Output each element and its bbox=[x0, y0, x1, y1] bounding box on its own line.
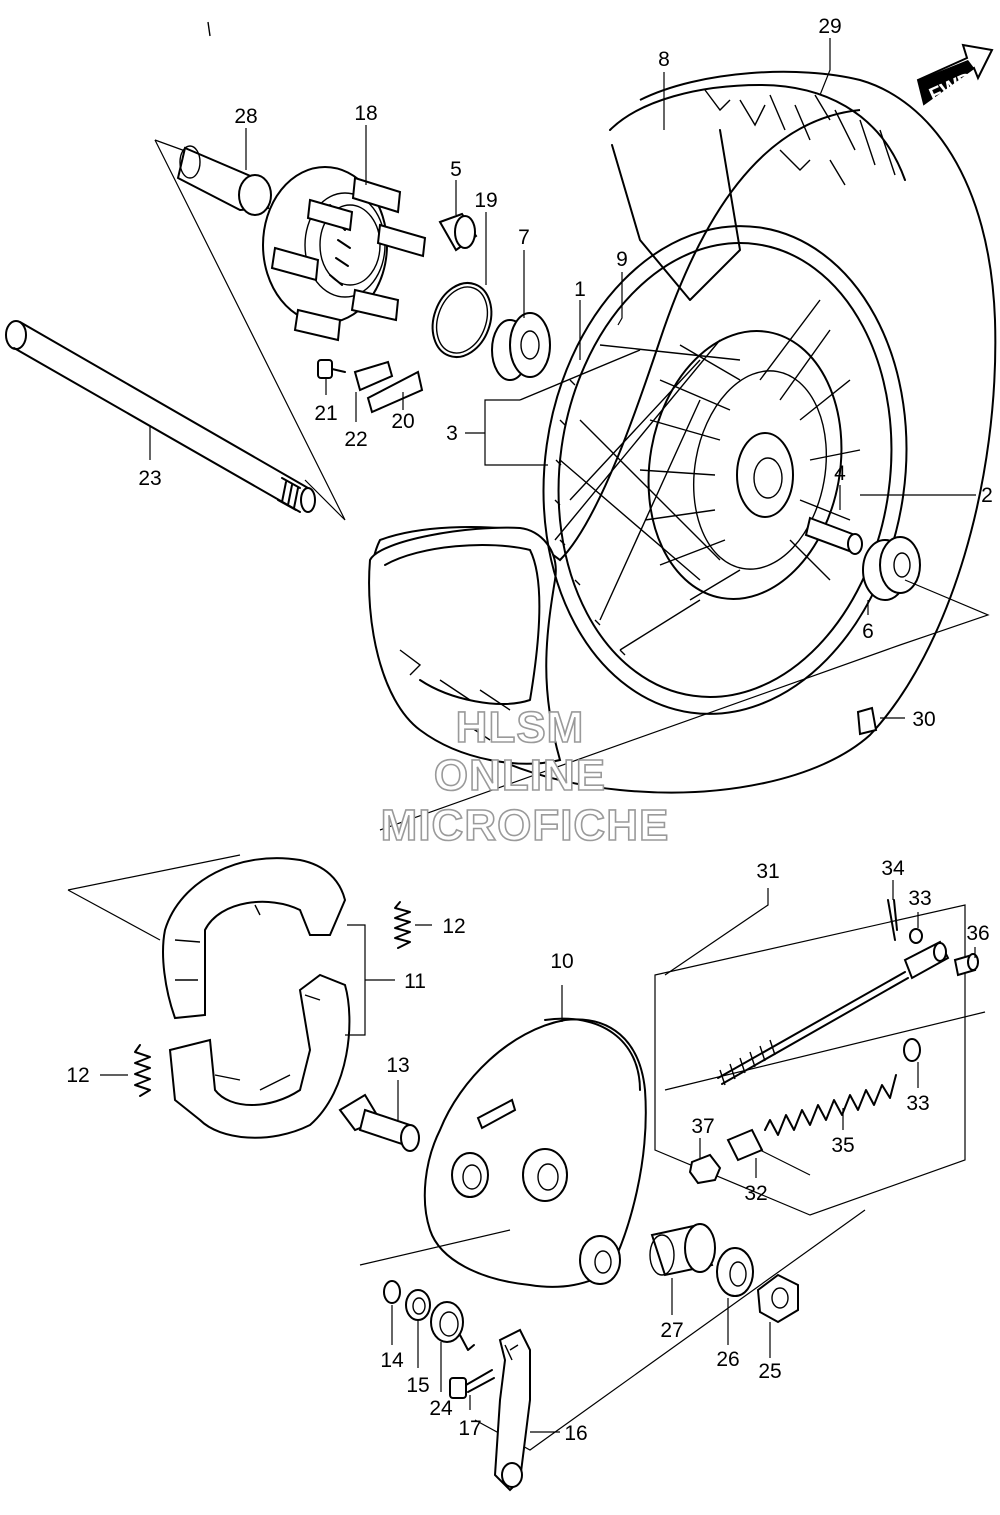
callout-25: 25 bbox=[758, 1360, 781, 1383]
hub-group-outline bbox=[154, 139, 346, 521]
shoe-group-outline bbox=[67, 854, 241, 941]
callout-23: 23 bbox=[138, 467, 161, 490]
callout-7: 7 bbox=[518, 226, 530, 249]
scan-mark bbox=[207, 21, 211, 37]
callout-1: 1 bbox=[574, 278, 586, 301]
callout-8: 8 bbox=[658, 48, 670, 71]
washer-33-lower bbox=[903, 1038, 921, 1062]
hub-and-spokes bbox=[519, 299, 861, 651]
joint-32 bbox=[726, 1128, 764, 1162]
collar-28 bbox=[176, 145, 272, 216]
callout-11: 11 bbox=[404, 970, 426, 993]
pin-36 bbox=[953, 953, 979, 977]
bolt-21 bbox=[317, 359, 346, 379]
callout-30: 30 bbox=[912, 708, 935, 731]
collar-27 bbox=[649, 1223, 716, 1277]
callout-5: 5 bbox=[450, 158, 462, 181]
callout-31: 31 bbox=[756, 860, 779, 883]
spring-12-upper bbox=[394, 901, 432, 949]
watermark-line3: MICROFICHE bbox=[381, 801, 670, 850]
washer-15 bbox=[405, 1289, 431, 1321]
brake-rod-31 bbox=[717, 940, 950, 1086]
callout-18: 18 bbox=[354, 102, 377, 125]
callout-9: 9 bbox=[616, 248, 628, 271]
watermark: HLSM ONLINE MICROFICHE bbox=[380, 702, 670, 851]
washer-22 bbox=[353, 360, 394, 392]
valve-cap-30 bbox=[856, 706, 905, 736]
callout-14: 14 bbox=[380, 1349, 404, 1372]
callout-16: 16 bbox=[564, 1422, 587, 1445]
callout-32: 32 bbox=[744, 1182, 767, 1205]
callout-24: 24 bbox=[429, 1397, 453, 1420]
callout-12-upper: 12 bbox=[442, 915, 465, 938]
rod-group-leader bbox=[664, 888, 769, 976]
rear-axle-23 bbox=[5, 320, 316, 513]
bearing-6 bbox=[862, 536, 921, 601]
callout-28: 28 bbox=[234, 105, 257, 128]
callout-33-upper: 33 bbox=[908, 887, 931, 910]
leader-lines bbox=[149, 38, 976, 1410]
callout-26: 26 bbox=[716, 1348, 739, 1371]
brake-lever-16 bbox=[493, 1328, 560, 1492]
callout-36: 36 bbox=[966, 922, 989, 945]
fwd-arrow: FWD bbox=[916, 43, 994, 107]
callout-27: 27 bbox=[660, 1319, 683, 1342]
callout-35: 35 bbox=[831, 1134, 854, 1157]
spacer-5 bbox=[438, 212, 478, 252]
callout-29: 29 bbox=[818, 15, 841, 38]
spacer-4 bbox=[804, 516, 863, 555]
lock-plate-20 bbox=[366, 370, 424, 414]
nut-37 bbox=[688, 1153, 722, 1185]
bearing-7 bbox=[491, 312, 551, 381]
wheel-group-outline bbox=[379, 579, 990, 831]
shoe-bracket bbox=[345, 924, 395, 1036]
brake-shoe-upper-11 bbox=[162, 857, 347, 1020]
callout-13: 13 bbox=[386, 1054, 409, 1077]
callout-3: 3 bbox=[446, 422, 458, 445]
rod-group-divider bbox=[664, 1011, 986, 1091]
callout-34: 34 bbox=[881, 857, 905, 880]
spring-35 bbox=[764, 1074, 897, 1136]
watermark-line1: HLSM bbox=[456, 703, 585, 752]
callout-21: 21 bbox=[314, 402, 337, 425]
brake-cam-13 bbox=[338, 1080, 420, 1152]
callout-22: 22 bbox=[344, 428, 367, 451]
nut-25 bbox=[756, 1273, 799, 1324]
callout-17: 17 bbox=[458, 1417, 481, 1440]
watermark-line2: ONLINE bbox=[434, 751, 606, 800]
o-ring-19 bbox=[431, 282, 493, 358]
callout-12-lower: 12 bbox=[66, 1064, 89, 1087]
o-ring-14 bbox=[383, 1280, 401, 1304]
callout-37: 37 bbox=[691, 1115, 714, 1138]
brake-shoe-lower-11 bbox=[168, 973, 351, 1139]
callout-33-lower: 33 bbox=[906, 1092, 929, 1115]
callout-15: 15 bbox=[406, 1374, 429, 1397]
sprocket-mounting-drum-18 bbox=[262, 166, 427, 342]
callout-2: 2 bbox=[981, 484, 993, 507]
spring-24 bbox=[430, 1301, 475, 1351]
callout-10: 10 bbox=[550, 950, 573, 973]
washer-26 bbox=[716, 1247, 754, 1297]
callout-19: 19 bbox=[474, 189, 497, 212]
cotter-pin-34 bbox=[887, 899, 898, 941]
spring-12-lower bbox=[100, 1044, 151, 1097]
brake-panel-10 bbox=[423, 985, 647, 1288]
washer-33-upper bbox=[909, 928, 923, 944]
callout-4: 4 bbox=[834, 462, 846, 485]
callout-20: 20 bbox=[391, 410, 414, 433]
lever-group-outline bbox=[359, 1209, 866, 1451]
callout-6: 6 bbox=[862, 620, 874, 643]
callout-labels: 29 8 28 18 5 19 7 9 1 21 22 20 3 23 4 2 … bbox=[66, 15, 993, 1445]
bolt-17 bbox=[449, 1369, 495, 1399]
rod-group-outline bbox=[654, 904, 966, 1216]
